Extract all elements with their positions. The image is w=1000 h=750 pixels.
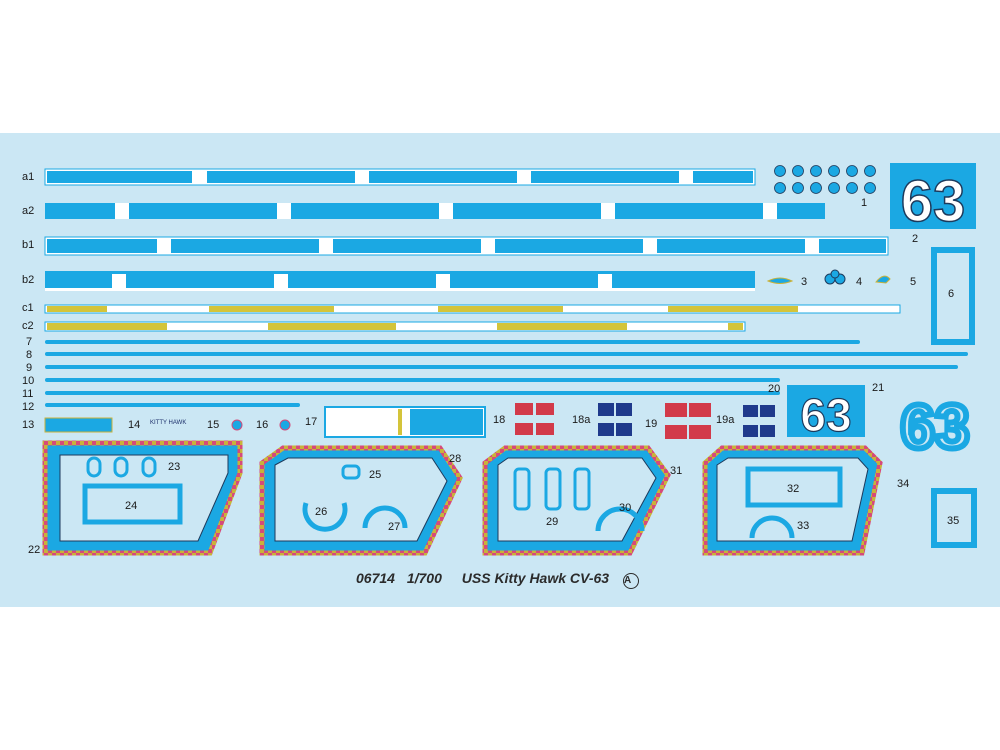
part-label-15: 15 — [207, 419, 220, 431]
decal-16-icon — [279, 419, 291, 431]
flag-icon — [515, 403, 775, 439]
hull-number-63-outline: 63 — [901, 393, 970, 462]
part-label-3: 3 — [801, 276, 808, 288]
decal-artwork: 63 — [42, 163, 977, 556]
row-label-12: 12 — [22, 401, 35, 413]
squadron-emblem-icon — [824, 269, 846, 285]
decal-35-frame — [931, 488, 977, 548]
hull-number-block: 63 — [890, 163, 976, 235]
row-label-7: 7 — [26, 336, 33, 348]
panel-28 — [259, 445, 463, 556]
thin-stripes — [45, 340, 968, 407]
kitty-hawk-name-decal: KITTY HAWK — [150, 420, 187, 426]
row-label-a2: a2 — [22, 205, 35, 217]
strip-b1 — [44, 236, 889, 256]
part-label-25: 25 — [369, 469, 382, 481]
decal-sheet: 63 — [0, 133, 1000, 607]
part-label-19: 19 — [645, 418, 658, 430]
part-label-27: 27 — [388, 521, 401, 533]
sheet-caption: 06714 1/700 USS Kitty Hawk CV-63 A — [356, 570, 647, 589]
part-label-17: 17 — [305, 416, 318, 428]
row-label-8: 8 — [26, 349, 33, 361]
part-label-18a: 18a — [572, 414, 591, 426]
part-label-18: 18 — [493, 414, 506, 426]
part-label-29: 29 — [546, 516, 559, 528]
row-label-9: 9 — [26, 362, 33, 374]
part-label-23: 23 — [168, 461, 181, 473]
strip-b2 — [45, 271, 755, 291]
hull-number-20: 63 — [787, 385, 865, 442]
part-label-31: 31 — [670, 465, 683, 477]
part-label-24: 24 — [125, 500, 138, 512]
part-label-14: 14 — [128, 419, 141, 431]
part-label-30: 30 — [619, 502, 632, 514]
hull-number-63: 63 — [901, 169, 966, 234]
row-label-11: 11 — [22, 388, 34, 400]
part-label-20: 20 — [768, 383, 781, 395]
part-label-19a: 19a — [716, 414, 735, 426]
part-label-4: 4 — [856, 276, 863, 288]
product-code: 06714 — [356, 570, 395, 586]
version-mark: A — [622, 573, 639, 589]
row-label-c1: c1 — [22, 302, 34, 314]
strip-a2 — [45, 203, 825, 219]
strip-c1 — [44, 304, 901, 314]
panel-22 — [42, 440, 243, 556]
decal-17 — [324, 406, 486, 438]
part-label-16: 16 — [256, 419, 269, 431]
strip-a1 — [44, 168, 756, 186]
part-label-2: 2 — [912, 233, 919, 245]
decal-15-icon — [231, 419, 243, 431]
decal-13-block — [44, 417, 113, 433]
part-label-32: 32 — [787, 483, 800, 495]
decal-6-frame — [931, 247, 975, 345]
row-label-b2: b2 — [22, 274, 35, 286]
sheet-title: USS Kitty Hawk CV-63 — [461, 570, 610, 586]
part-label-34: 34 — [897, 478, 910, 490]
part-label-33: 33 — [797, 520, 810, 532]
part-label-5: 5 — [910, 276, 917, 288]
part-label-6: 6 — [948, 288, 955, 300]
strip-c2 — [44, 321, 746, 332]
part-label-35: 35 — [947, 515, 960, 527]
row-label-b1: b1 — [22, 239, 35, 251]
row-label-c2: c2 — [22, 320, 34, 332]
part-label-21: 21 — [872, 382, 885, 394]
roundel-icon — [774, 165, 876, 194]
part-label-28: 28 — [449, 453, 462, 465]
version-letter: A — [623, 575, 632, 586]
part-label-26: 26 — [315, 506, 328, 518]
part-label-22: 22 — [28, 544, 41, 556]
row-label-13: 13 — [22, 419, 35, 431]
panel-34 — [702, 445, 883, 556]
part-label-1: 1 — [861, 197, 868, 209]
row-label-a1: a1 — [22, 171, 35, 183]
wings-insignia-icon — [766, 277, 794, 284]
panel-31 — [482, 445, 671, 556]
scale: 1/700 — [406, 570, 442, 586]
hull-number-63-small: 63 — [800, 389, 851, 441]
row-label-10: 10 — [22, 375, 35, 387]
emblem-5-icon — [875, 275, 891, 284]
